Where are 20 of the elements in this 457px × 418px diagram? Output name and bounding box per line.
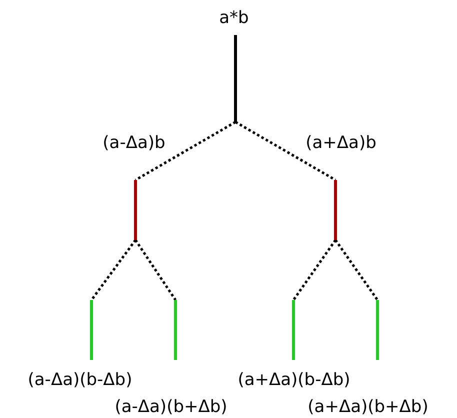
vertical-bar [234, 35, 237, 122]
term-label: (a+Δa)(b-Δb) [238, 370, 350, 390]
term-label: (a-Δa)(b-Δb) [28, 370, 132, 390]
dotted-line [292, 239, 337, 301]
term-label: (a-Δa)(b+Δb) [114, 397, 228, 417]
term-label: (a+Δa)b [306, 133, 376, 153]
dotted-line [134, 120, 236, 182]
vertical-bar [334, 180, 337, 240]
dotted-line [90, 239, 136, 301]
vertical-bar [292, 300, 295, 360]
term-label: a*b [219, 8, 249, 28]
vertical-bar [174, 300, 177, 360]
term-label: (a+Δa)(b+Δb) [308, 397, 428, 417]
term-label: (a-Δa)b [102, 133, 166, 153]
vertical-bar [90, 300, 93, 360]
vertical-bar [376, 300, 379, 360]
vertical-bar [134, 180, 137, 240]
dotted-line [134, 239, 177, 301]
dotted-line [234, 120, 336, 182]
dotted-line [334, 239, 379, 301]
